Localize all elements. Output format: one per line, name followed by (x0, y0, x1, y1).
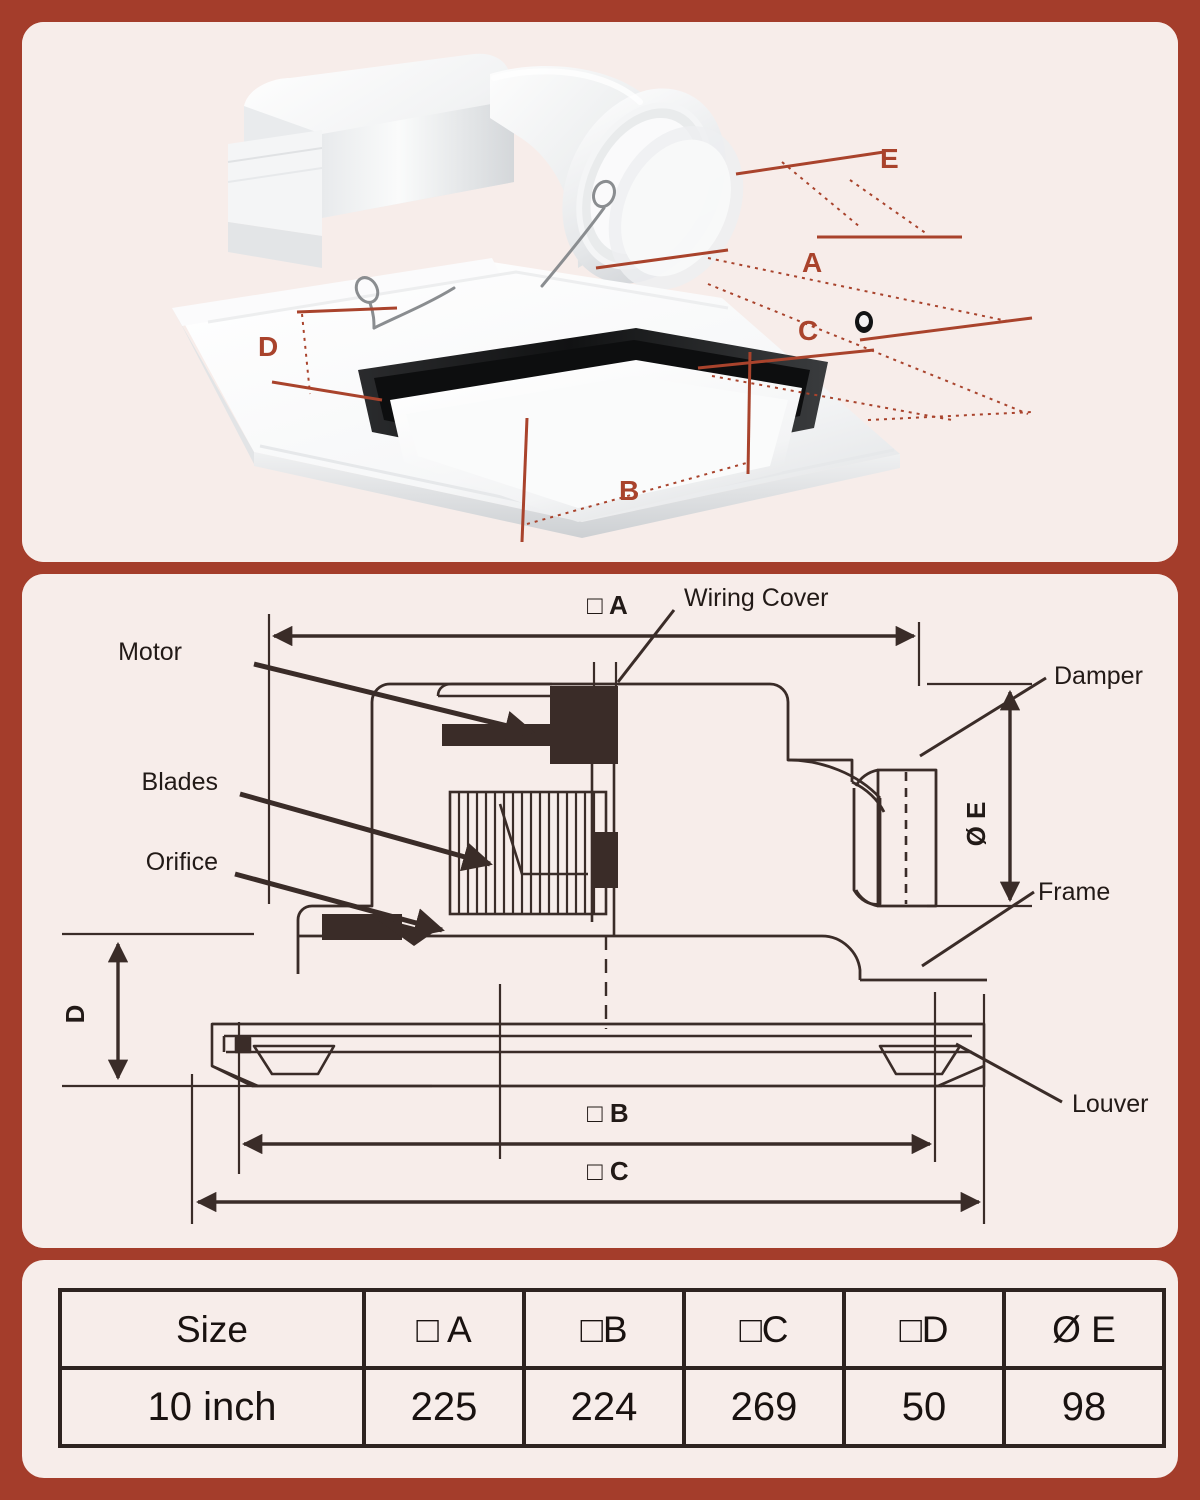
label-wiring-cover: Wiring Cover (684, 584, 828, 612)
cross-section-drawing-panel: Motor Blades Orifice Wiring Cover Damper… (22, 574, 1178, 1248)
leader-frame (921, 890, 1035, 968)
photo-callout-A: A (802, 247, 822, 278)
orifice-part (322, 914, 434, 946)
table-header-a: □ A (362, 1288, 526, 1370)
cross-section-illustration: Motor Blades Orifice Wiring Cover Damper… (22, 574, 1178, 1248)
table-header-d: □D (842, 1288, 1006, 1370)
label-damper: Damper (1054, 662, 1143, 690)
leader-wiring-cover (616, 609, 676, 683)
leader-orifice (234, 871, 445, 938)
table-header-e: Ø E (1002, 1288, 1166, 1370)
dimension-label-B: □ B (587, 1098, 629, 1128)
hanger-springs (354, 179, 616, 330)
duct-elbow (490, 66, 744, 290)
label-louver: Louver (1072, 1090, 1148, 1118)
wiring-cover-outline (436, 682, 552, 698)
label-orifice: Orifice (146, 848, 218, 876)
table-header-row: Size □ A □B □C □D Ø E (58, 1288, 1166, 1370)
size-specification-panel: Size □ A □B □C □D Ø E 10 inch 225 224 26… (22, 1260, 1178, 1478)
dimension-label-E: Ø E (961, 802, 991, 847)
photo-callout-C: C (798, 315, 818, 346)
leader-damper (919, 676, 1047, 758)
table-row: 10 inch 225 224 269 50 98 (58, 1366, 1166, 1448)
label-motor: Motor (118, 638, 182, 666)
label-frame: Frame (1038, 878, 1110, 906)
dimension-label-texts: □ A □ B □ C D Ø E (60, 590, 991, 1186)
cable-grommet (855, 311, 873, 333)
leader-motor (253, 661, 535, 741)
label-blades: Blades (142, 768, 218, 796)
photo-callout-B: B (619, 475, 639, 506)
dimension-label-A: □ A (587, 590, 628, 620)
table-header-b: □B (522, 1288, 686, 1370)
dimension-label-D: D (60, 1005, 90, 1024)
dimension-label-C: □ C (587, 1156, 629, 1186)
leader-louver (955, 1042, 1063, 1104)
size-specification-table: Size □ A □B □C □D Ø E 10 inch 225 224 26… (58, 1288, 1166, 1448)
product-photo-illustration: E A C D B (22, 22, 1178, 562)
leader-blades (239, 791, 493, 872)
table-cell-size: 10 inch (58, 1366, 366, 1448)
table-cell-a: 225 (362, 1366, 526, 1448)
duct-housing (227, 53, 514, 268)
cover-ticks (592, 662, 618, 686)
photo-dimension-lines (271, 150, 1033, 543)
product-photo-panel: E A C D B (22, 22, 1178, 562)
table-cell-e: 98 (1002, 1366, 1166, 1448)
table-header-c: □C (682, 1288, 846, 1370)
photo-callout-D: D (258, 331, 278, 362)
part-label-texts: Motor Blades Orifice Wiring Cover Damper… (118, 584, 1148, 1118)
table-cell-b: 224 (522, 1366, 686, 1448)
table-cell-d: 50 (842, 1366, 1006, 1448)
grille-face (390, 360, 802, 522)
table-cell-c: 269 (682, 1366, 846, 1448)
leader-lines (234, 609, 1063, 1104)
louver-assembly (210, 1022, 986, 1088)
damper-elbow (787, 758, 938, 908)
table-header-size: Size (58, 1288, 366, 1370)
photo-callout-E: E (880, 143, 899, 174)
photo-callout-labels: E A C D B (258, 143, 899, 506)
